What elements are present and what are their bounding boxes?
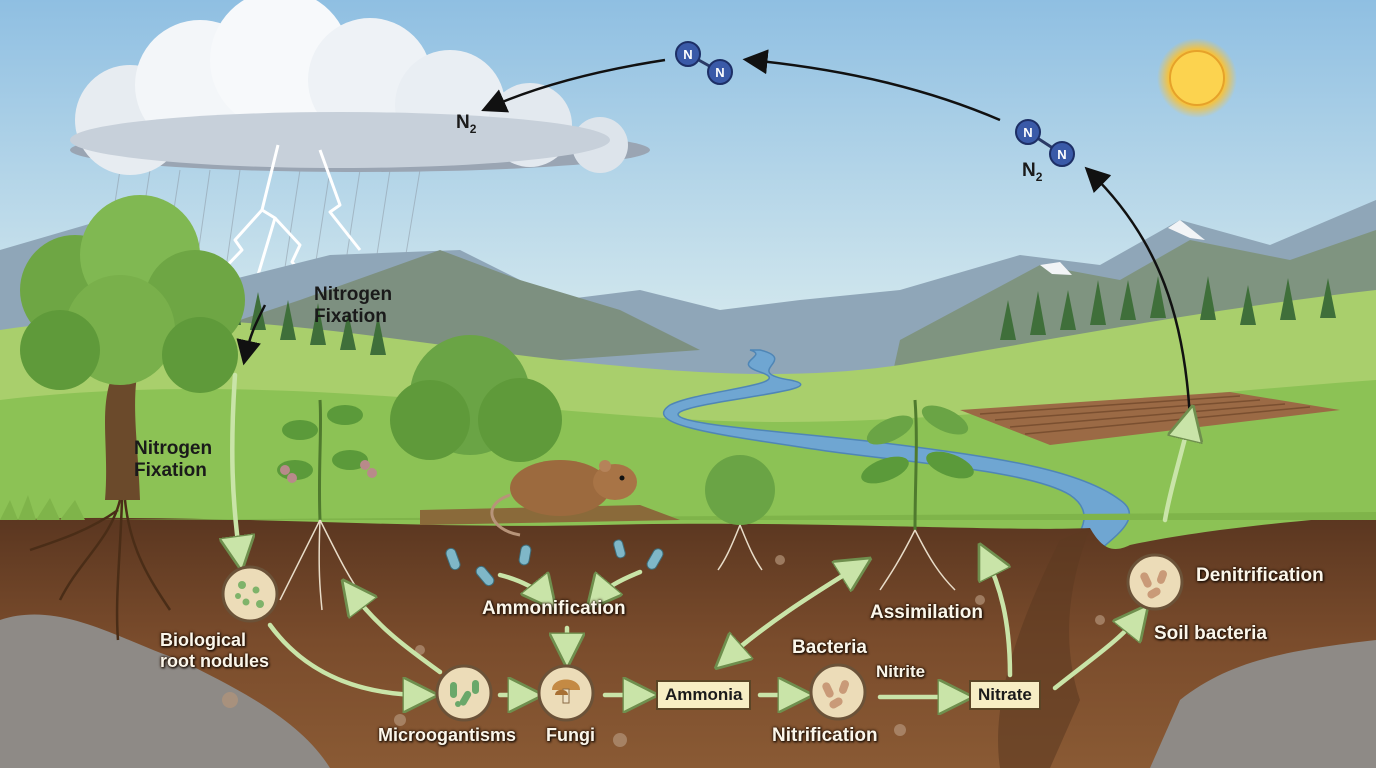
legume-plant-icon xyxy=(277,399,377,611)
bacteria-label: Bacteria xyxy=(792,637,867,658)
nitrification-label: Nitrification xyxy=(772,725,878,746)
storm-cloud-icon xyxy=(70,0,650,311)
n2-molecule-icon: N N xyxy=(675,41,733,85)
bacteria-circle-icon xyxy=(809,553,1184,721)
seedling-icon xyxy=(861,399,974,591)
nitrate-box: Nitrate xyxy=(969,680,1041,710)
sun-icon xyxy=(1157,38,1237,118)
denitrification-label: Denitrification xyxy=(1196,565,1324,586)
fungi-label: Fungi xyxy=(546,725,595,745)
soil-bacteria-label: Soil bacteria xyxy=(1154,623,1267,644)
n-atom-label: N xyxy=(1023,125,1032,140)
mushroom-circle-icon xyxy=(537,664,595,722)
assimilation-label: Assimilation xyxy=(870,602,983,623)
microorganism-circle-icon xyxy=(221,565,493,722)
vole-icon xyxy=(420,460,680,537)
biological-root-nodules-label: Biological root nodules xyxy=(160,630,269,671)
nitrite-label: Nitrite xyxy=(876,662,926,681)
n2-cloud-label: N2 xyxy=(456,112,477,136)
nitrogen-fixation-label-upper: Nitrogen Fixation xyxy=(314,284,393,327)
n-atom-label: N xyxy=(683,47,692,62)
n-atom-label: N xyxy=(715,65,724,80)
n2-right-label: N2 xyxy=(1022,160,1043,184)
n2-molecule-icon: N N xyxy=(1015,119,1075,167)
nitrogen-fixation-label-left: Nitrogen Fixation xyxy=(134,438,213,481)
ammonification-label: Ammonification xyxy=(482,598,626,619)
microorganisms-label: Microogantisms xyxy=(378,725,517,745)
ammonia-box: Ammonia xyxy=(656,680,752,710)
n-atom-label: N xyxy=(1057,147,1066,162)
tree-icon xyxy=(20,195,245,500)
